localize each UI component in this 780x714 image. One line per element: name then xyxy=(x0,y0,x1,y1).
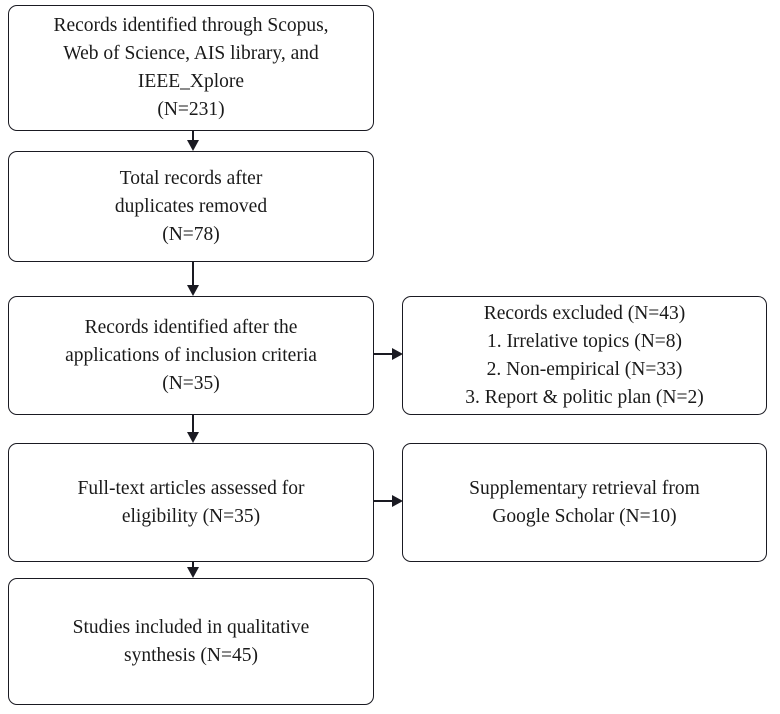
arrow-shaft xyxy=(192,562,194,568)
arrow-shaft xyxy=(374,353,393,355)
arrow-duplicates-to-inclusion xyxy=(186,262,200,296)
node-line: Records excluded (N=43) xyxy=(483,302,686,324)
node-line: synthesis (N=45) xyxy=(124,644,258,666)
arrow-fulltext-to-included xyxy=(186,562,200,578)
arrow-shaft xyxy=(192,131,194,141)
arrow-inclusion-to-excluded xyxy=(374,347,403,361)
arrow-inclusion-to-fulltext xyxy=(186,415,200,443)
arrow-identification-to-duplicates xyxy=(186,131,200,151)
node-line: applications of inclusion criteria xyxy=(65,344,317,366)
node-line: Full-text articles assessed for xyxy=(77,477,305,499)
node-line: (N=35) xyxy=(162,372,220,394)
arrow-head xyxy=(392,348,403,360)
arrow-shaft xyxy=(192,415,194,433)
arrow-shaft xyxy=(374,500,393,502)
node-line: Records identified after the xyxy=(84,316,298,338)
arrow-head xyxy=(187,285,199,296)
node-line: eligibility (N=35) xyxy=(121,505,261,527)
node-line: Google Scholar (N=10) xyxy=(492,505,677,527)
node-line: Records identified through Scopus, xyxy=(53,15,329,36)
node-line: duplicates removed xyxy=(114,195,268,217)
arrow-head xyxy=(187,567,199,578)
node-duplicates-removed: Total records after duplicates removed (… xyxy=(8,151,374,262)
node-line: (N=78) xyxy=(162,223,220,245)
node-line: (N=231) xyxy=(157,99,225,120)
node-records-identified: Records identified through Scopus, Web o… xyxy=(8,5,374,131)
arrow-head xyxy=(187,140,199,151)
node-line: IEEE_Xplore xyxy=(137,71,245,92)
node-line: 3. Report & politic plan (N=2) xyxy=(465,386,704,408)
node-records-excluded: Records excluded (N=43) 1. Irrelative to… xyxy=(402,296,767,415)
node-studies-included: Studies included in qualitative synthesi… xyxy=(8,578,374,705)
arrow-head xyxy=(187,432,199,443)
node-inclusion-criteria: Records identified after the application… xyxy=(8,296,374,415)
arrow-head xyxy=(392,495,403,507)
node-fulltext-assessed: Full-text articles assessed for eligibil… xyxy=(8,443,374,562)
node-line: 2. Non-empirical (N=33) xyxy=(486,358,683,380)
node-supplementary-retrieval: Supplementary retrieval from Google Scho… xyxy=(402,443,767,562)
node-line: Studies included in qualitative xyxy=(72,616,310,638)
arrow-shaft xyxy=(192,262,194,286)
node-line: Web of Science, AIS library, and xyxy=(63,43,319,64)
node-line: Total records after xyxy=(119,167,263,189)
node-line: Supplementary retrieval from xyxy=(469,477,700,499)
node-line: 1. Irrelative topics (N=8) xyxy=(486,330,683,352)
arrow-fulltext-to-supplementary xyxy=(374,494,403,508)
